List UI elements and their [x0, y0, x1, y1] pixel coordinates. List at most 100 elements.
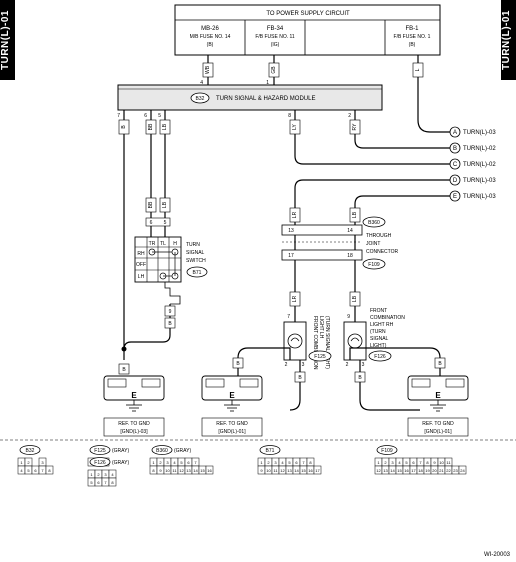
offpage-ref: TURN(L)-03	[463, 194, 496, 200]
switch-col: TR	[149, 241, 156, 247]
turn-signal-module: B32 TURN SIGNAL & HAZARD MODULE	[117, 84, 383, 111]
light-lh-label-3: (TURN SIGNAL LIGHT)	[324, 316, 330, 369]
connector-pin-label: 16	[207, 468, 212, 473]
connector-pin-label: 11	[172, 468, 177, 473]
connector-pin-label: 12	[179, 468, 184, 473]
through-joint-connector: 13 14 17 18 B360 THROUGH JOINT CONNECTOR…	[281, 216, 399, 270]
fuse-2-desc: F/B FUSE NO. 11	[255, 34, 295, 40]
fuse-3-conn: (B)	[409, 42, 416, 48]
switch-col: H	[173, 241, 177, 247]
connector-pin-label: 1	[377, 460, 380, 465]
connector-id: B32	[26, 448, 35, 454]
light-lh-connector: F125	[314, 354, 326, 360]
light-ground-wires	[237, 347, 441, 411]
connector-pin-label: 15	[301, 468, 306, 473]
wire-label: LR	[292, 211, 298, 218]
fuse-3-desc: F/B FUSE NO. 1	[394, 34, 431, 40]
connector-pin-label: 1	[152, 460, 155, 465]
connector-id: F109	[381, 448, 393, 454]
switch-label-1: TURN	[186, 242, 200, 248]
offpage-letter: B	[453, 146, 457, 152]
module-connector-id: B32	[196, 96, 205, 102]
ground-letter: E	[131, 391, 137, 400]
switch-wire-labels: BB LB 6 5	[145, 197, 171, 227]
connector-pin-label: 2	[97, 472, 100, 477]
connector-pin-label: 13	[186, 468, 191, 473]
wire-label: LB	[352, 295, 358, 302]
ground-3: E REF. TO GND [GND(L)-01]	[407, 375, 469, 437]
connector-pin-label: 10	[266, 468, 271, 473]
module-label: TURN SIGNAL & HAZARD MODULE	[216, 96, 315, 102]
connector-pin-label: 2	[384, 460, 387, 465]
connector-pin-label: 24	[460, 468, 465, 473]
offpage-ref: TURN(L)-02	[463, 146, 496, 152]
pin-label: 18	[347, 253, 353, 259]
offpage-letter: C	[453, 162, 458, 168]
switch-row: RH	[137, 251, 145, 257]
wire-label: B	[236, 361, 240, 367]
wire-label: B	[122, 367, 126, 373]
connector-pin-label: 22	[446, 468, 451, 473]
connector-pin-label: 8	[111, 480, 114, 485]
joint-wire-labels: LR LB LR LB 7 9	[287, 207, 361, 320]
wire-label: LR	[292, 295, 298, 302]
connector-pin-label: 1	[20, 460, 23, 465]
connector-pin	[45, 465, 54, 475]
wire-label: LY	[292, 123, 298, 129]
power-supply-box: TO POWER SUPPLY CIRCUIT MB-26 M/B FUSE N…	[174, 4, 441, 56]
connector-pin-label: 14	[294, 468, 299, 473]
connector-pin-label: 6	[187, 460, 190, 465]
connector-pin-label: 16	[308, 468, 313, 473]
fuse-3-name: FB-1	[405, 26, 419, 32]
pin-label: 3	[362, 362, 365, 368]
ground-letter: E	[229, 391, 235, 400]
joint-label-3: CONNECTOR	[366, 249, 399, 255]
wire-label: WB	[205, 65, 211, 74]
offpage-connectors: A TURN(L)-03 B TURN(L)-02 C TURN(L)-02 D…	[449, 126, 496, 202]
connector-pin-label: 6	[34, 468, 37, 473]
ground-ref-title: REF. TO GND	[422, 421, 454, 427]
front-combination-light-rh: FRONT COMBINATION LIGHT RH (TURN SIGNAL …	[343, 308, 405, 362]
pin-label: 4	[200, 80, 203, 86]
pin-label: 5	[158, 113, 161, 119]
wire-label: LB	[352, 211, 358, 218]
power-feed-labels: WB GB L 4 1	[200, 62, 424, 86]
connector-pin-label: 10	[165, 468, 170, 473]
connector-id: F125	[94, 448, 106, 454]
joint-wires	[294, 235, 356, 322]
switch-row: OFF	[136, 262, 146, 268]
offpage-wires	[294, 179, 450, 225]
connector-pin-label: 12	[376, 468, 381, 473]
offpage-ref: TURN(L)-03	[463, 178, 496, 184]
pin-label: 13	[288, 228, 294, 234]
switch-connector-id: B71	[193, 270, 202, 276]
connector-pin-label: 9	[433, 460, 436, 465]
connector-pin-label: 4	[111, 472, 114, 477]
connector-pin-label: 12	[280, 468, 285, 473]
connector-pin-label: 9	[159, 468, 162, 473]
connector-pin-label: 4	[20, 468, 23, 473]
ground-ref: [GND(L)-01]	[424, 429, 452, 435]
wire-label: B	[358, 375, 362, 381]
connector-pin-label: 3	[104, 472, 107, 477]
turn-signal-switch: TR TL H RH OFF LH TURN SIGNAL SWITCH B71…	[121, 236, 208, 352]
light-rh-label-4: (TURN	[370, 329, 386, 335]
connector-pin-label: 18	[418, 468, 423, 473]
connector-pin-label: 7	[41, 468, 44, 473]
connector-pin	[313, 465, 322, 475]
connector-pin-label: 5	[405, 460, 408, 465]
connector-pin-label: 5	[288, 460, 291, 465]
light-lh-label-1: FRONT COMBINATION	[312, 316, 318, 370]
connector-pin-label: 2	[267, 460, 270, 465]
connector-pin-label: 17	[315, 468, 320, 473]
connector-pin-label: 6	[295, 460, 298, 465]
pin-label: 8	[288, 113, 291, 119]
connector-pin-label: 16	[404, 468, 409, 473]
ground-2: E REF. TO GND [GND(L)-01]	[201, 375, 263, 437]
connector-pin-label: 7	[194, 460, 197, 465]
connector-pin-label: 3	[166, 460, 169, 465]
connector-pin-label: 6	[97, 480, 100, 485]
wire-label: L	[415, 68, 421, 71]
wire-label: LB	[162, 201, 168, 208]
